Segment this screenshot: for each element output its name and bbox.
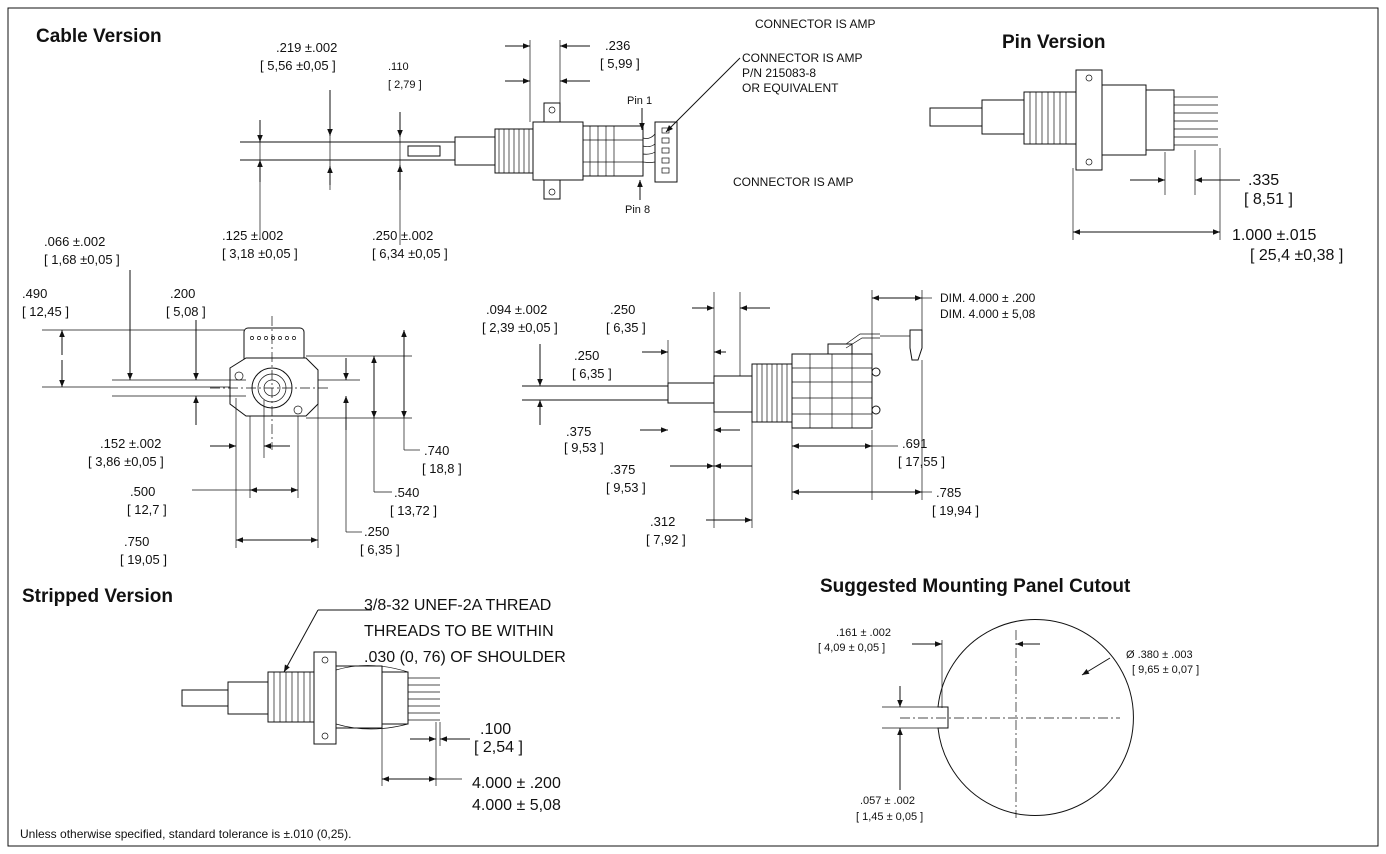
dim-540: .540: [394, 485, 419, 500]
note-connector-top: CONNECTOR IS AMP: [755, 17, 875, 31]
dim-236-metric: [ 5,99 ]: [600, 56, 640, 71]
dim-094-metric: [ 2,39 ±0,05 ]: [482, 320, 558, 335]
dim-312: .312: [650, 514, 675, 529]
dim-750: .750: [124, 534, 149, 549]
dim-490-metric: [ 12,45 ]: [22, 304, 69, 319]
dim-250-side-2: .250: [574, 348, 599, 363]
dim-219: .219 ±.002: [276, 40, 337, 55]
note-connector-2: P/N 215083-8: [742, 66, 816, 80]
dim-219-metric: [ 5,56 ±0,05 ]: [260, 58, 336, 73]
dim-750-metric: [ 19,05 ]: [120, 552, 167, 567]
dim-490: .490: [22, 286, 47, 301]
dim-152: .152 ±.002: [100, 436, 161, 451]
dim-375-b: .375: [610, 462, 635, 477]
note-thread-spec: 3/8-32 UNEF-2A THREAD: [364, 597, 551, 614]
dim-1000-metric: [ 25,4 ±0,38 ]: [1250, 247, 1343, 264]
note-connector-1: CONNECTOR IS AMP: [742, 51, 862, 65]
dim-380-diameter: Ø .380 ± .003: [1126, 649, 1193, 661]
note-thread-within: THREADS TO BE WITHIN: [364, 623, 554, 640]
dim-375-b-metric: [ 9,53 ]: [606, 480, 646, 495]
dim-094: .094 ±.002: [486, 302, 547, 317]
dim-740-metric: [ 18,8 ]: [422, 461, 462, 476]
dim-057: .057 ± .002: [860, 795, 915, 807]
dim-1000: 1.000 ±.015: [1232, 227, 1317, 244]
dim-250-side-2-metric: [ 6,35 ]: [572, 366, 612, 381]
dim-4000-metric: 4.000 ± 5,08: [472, 797, 561, 814]
dim-740: .740: [424, 443, 449, 458]
dim-785: .785: [936, 485, 961, 500]
dim-161-metric: [ 4,09 ± 0,05 ]: [818, 642, 885, 654]
dim-250-front-metric: [ 6,35 ]: [360, 542, 400, 557]
dim-161: .161 ± .002: [836, 627, 891, 639]
dim-100-metric: [ 2,54 ]: [474, 739, 523, 756]
dim-125-metric: [ 3,18 ±0,05 ]: [222, 246, 298, 261]
drawing-frame: [7, 7, 1379, 847]
footer-tolerance-note: Unless otherwise specified, standard tol…: [20, 827, 351, 841]
dim-152-metric: [ 3,86 ±0,05 ]: [88, 454, 164, 469]
dim-066-metric: [ 1,68 ±0,05 ]: [44, 252, 120, 267]
dim-250-cable: .250 ±.002: [372, 228, 433, 243]
dim-500: .500: [130, 484, 155, 499]
stripped-version-title: Stripped Version: [22, 586, 173, 607]
dim-125: .125 ±.002: [222, 228, 283, 243]
dim-312-metric: [ 7,92 ]: [646, 532, 686, 547]
dim-250-cable-metric: [ 6,34 ±0,05 ]: [372, 246, 448, 261]
dim-4000: 4.000 ± .200: [472, 775, 561, 792]
pin-8-label: Pin 8: [625, 204, 650, 216]
dim-200: .200: [170, 286, 195, 301]
dim-691-metric: [ 17,55 ]: [898, 454, 945, 469]
pin-version-title: Pin Version: [1002, 32, 1105, 53]
side-view: .094 ±.002 [ 2,39 ±0,05 ] .250 [ 6,35 ] …: [482, 290, 1036, 547]
cutout-outline: [937, 619, 1134, 816]
dim-250-front: .250: [364, 524, 389, 539]
dim-540-metric: [ 13,72 ]: [390, 503, 437, 518]
dim-250-side-1-metric: [ 6,35 ]: [606, 320, 646, 335]
dim-785-metric: [ 19,94 ]: [932, 503, 979, 518]
dim-110-metric: [ 2,79 ]: [388, 79, 422, 91]
pin-1-label: Pin 1: [627, 95, 652, 107]
dim-200-metric: [ 5,08 ]: [166, 304, 206, 319]
dim-375-a-metric: [ 9,53 ]: [564, 440, 604, 455]
dim-066: .066 ±.002: [44, 234, 105, 249]
mounting-cutout-view: Suggested Mounting Panel Cutout .161 ± .…: [818, 576, 1199, 823]
dim-110: .110: [388, 61, 409, 73]
note-connector-3: OR EQUIVALENT: [742, 81, 839, 95]
dim-335-metric: [ 8,51 ]: [1244, 191, 1293, 208]
dim-236: .236: [605, 38, 630, 53]
front-view: .066 ±.002 [ 1,68 ±0,05 ] .490 [ 12,45 ]…: [22, 234, 462, 567]
dim-250-side-1: .250: [610, 302, 635, 317]
cable-version-title: Cable Version: [36, 26, 162, 47]
cable-version-view: Cable Version: [36, 17, 875, 261]
dim-lead-length: DIM. 4.000 ± .200: [940, 291, 1036, 305]
note-connector-mid: CONNECTOR IS AMP: [733, 175, 853, 189]
dim-691: .691: [902, 436, 927, 451]
dim-375-a: .375: [566, 424, 591, 439]
dim-lead-length-metric: DIM. 4.000 ± 5,08: [940, 307, 1036, 321]
dim-500-metric: [ 12,7 ]: [127, 502, 167, 517]
dim-100: .100: [480, 721, 511, 738]
dim-335: .335: [1248, 172, 1279, 189]
stripped-version-view: Stripped Version 3/8-32: [22, 586, 566, 814]
dim-057-metric: [ 1,45 ± 0,05 ]: [856, 811, 923, 823]
note-thread-shoulder: .030 (0, 76) OF SHOULDER: [364, 649, 566, 666]
dim-380-diameter-metric: [ 9,65 ± 0,07 ]: [1132, 664, 1199, 676]
cutout-title: Suggested Mounting Panel Cutout: [820, 576, 1131, 597]
pin-version-view: Pin Version .335 [ 8,51 ] 1.000 ±.0: [929, 32, 1343, 264]
